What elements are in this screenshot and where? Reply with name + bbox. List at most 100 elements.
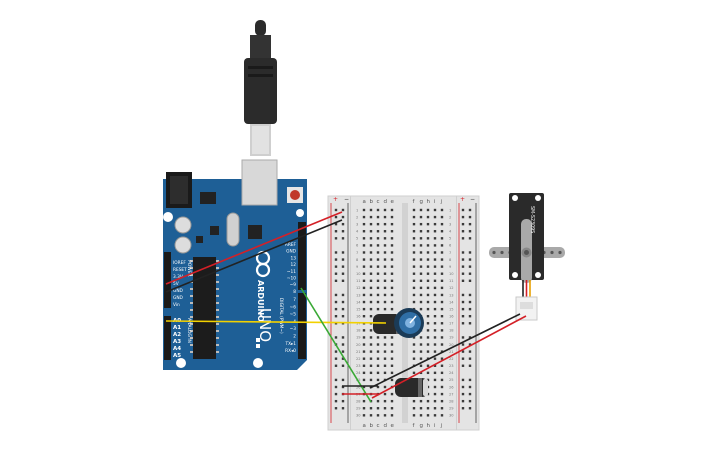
digital-pin-label: ~11 [287,269,296,275]
servo-motor[interactable]: SM-S2309S [489,193,565,321]
column-letter-top: h [427,199,431,205]
row-number-left: 22 [356,357,361,361]
column-letter-top: i [434,199,436,205]
row-number-left: 13 [356,293,361,297]
rail-plus-label: + [333,196,338,203]
usb-jack [241,159,278,206]
mount-hole-icon [296,209,304,217]
power-pin-label: GND [173,295,184,301]
row-number-left: 28 [356,399,361,403]
digital-pin-label: RX◂0 [285,348,296,354]
column-letter-top: g [420,199,424,205]
potentiometer[interactable] [394,308,424,338]
row-number-right: 26 [449,385,454,389]
row-number-left: 24 [356,371,361,375]
row-number-left: 17 [356,322,361,326]
row-number-left: 16 [356,315,361,319]
row-number-right: 30 [449,414,454,418]
power-header [164,252,171,308]
digital-pin-label: TX▸1 [285,341,297,347]
column-letter-top: b [370,199,374,205]
rail-minus-label-right: − [470,196,475,203]
digital-pin-label: ~9 [290,282,297,288]
row-number-left: 20 [356,343,361,347]
row-number-left: 4 [356,230,359,234]
row-number-left: 3 [356,222,358,226]
row-number-left: 6 [356,244,359,248]
digital-header-top [298,222,306,290]
column-letter-top: c [377,199,380,205]
analog-header [164,316,171,360]
row-number-left: 19 [356,336,361,340]
power-pin-label: RESET [173,267,187,273]
rail-plus-label-right: + [460,196,465,203]
row-number-right: 10 [449,272,454,276]
column-letter-bottom: j [440,423,443,429]
digital-pin-label: 13 [291,255,297,261]
digital-pin-label: 7 [293,297,296,303]
digital-pin-label: 8 [293,289,296,295]
mount-hole-icon [176,358,186,368]
analog-pin-label: A1 [173,325,181,331]
wire-servo-gnd-black[interactable] [369,313,521,389]
usb-cable[interactable] [244,20,277,156]
row-number-right: 2 [449,215,451,219]
row-number-right: 25 [449,378,454,382]
row-number-right: 4 [449,230,452,234]
digital-pin-label: 12 [291,262,297,268]
column-letter-bottom: b [370,423,374,429]
column-letter-bottom: a [363,423,366,429]
row-number-right: 19 [449,336,454,340]
row-number-left: 15 [356,307,361,311]
capacitor-2[interactable] [395,378,428,397]
row-number-right: 21 [449,350,454,354]
digital-pin-label: 2 [293,334,296,340]
row-number-left: 1 [356,208,358,212]
analog-pin-label: A3 [173,339,181,345]
servo-model-label: SM-S2309S [529,206,535,233]
wire-gnd-black[interactable] [165,219,343,293]
row-number-left: 30 [356,414,361,418]
row-number-left: 12 [356,286,361,290]
row-number-left: 8 [356,258,359,262]
wire-5v-red[interactable] [165,211,343,285]
column-letter-bottom: f [413,423,416,429]
column-letter-top: f [413,199,416,205]
column-letter-bottom: d [384,423,388,429]
row-number-right: 16 [449,315,454,319]
analog-in-section-label: ANALOG IN [186,318,192,343]
row-number-left: 26 [356,385,361,389]
digital-pin-label: ~5 [290,312,297,318]
wire-servo-power-red[interactable] [371,315,527,399]
wire-a0-yellow[interactable] [165,320,387,324]
row-number-right: 11 [449,279,454,283]
column-letter-bottom: c [377,423,380,429]
row-number-right: 3 [449,222,451,226]
digital-pin-label: AREF [285,242,297,248]
column-letter-top: j [440,199,443,205]
row-number-right: 29 [449,407,454,411]
row-number-left: 29 [356,407,361,411]
row-number-left: 18 [356,329,361,333]
wire-pin9-green[interactable] [300,287,372,403]
digital-pin-label: ~10 [287,276,296,282]
row-number-right: 8 [449,258,452,262]
power-section-label: POWER [186,260,192,277]
column-letter-bottom: e [391,423,395,429]
row-number-left: 10 [356,272,361,276]
column-letter-top: d [384,199,388,205]
digital-header-bottom [298,293,306,359]
row-number-right: 28 [449,399,454,403]
row-number-right: 14 [449,300,454,304]
row-number-left: 11 [356,279,361,283]
row-number-left: 9 [356,265,359,269]
mount-hole-icon [163,212,173,222]
mount-hole-icon [253,358,263,368]
power-pin-label: 3.3V [173,274,183,280]
row-number-right: 5 [449,237,451,241]
row-number-left: 14 [356,300,361,304]
rail-minus-label: − [344,196,349,203]
digital-pin-label: ~6 [290,304,297,310]
